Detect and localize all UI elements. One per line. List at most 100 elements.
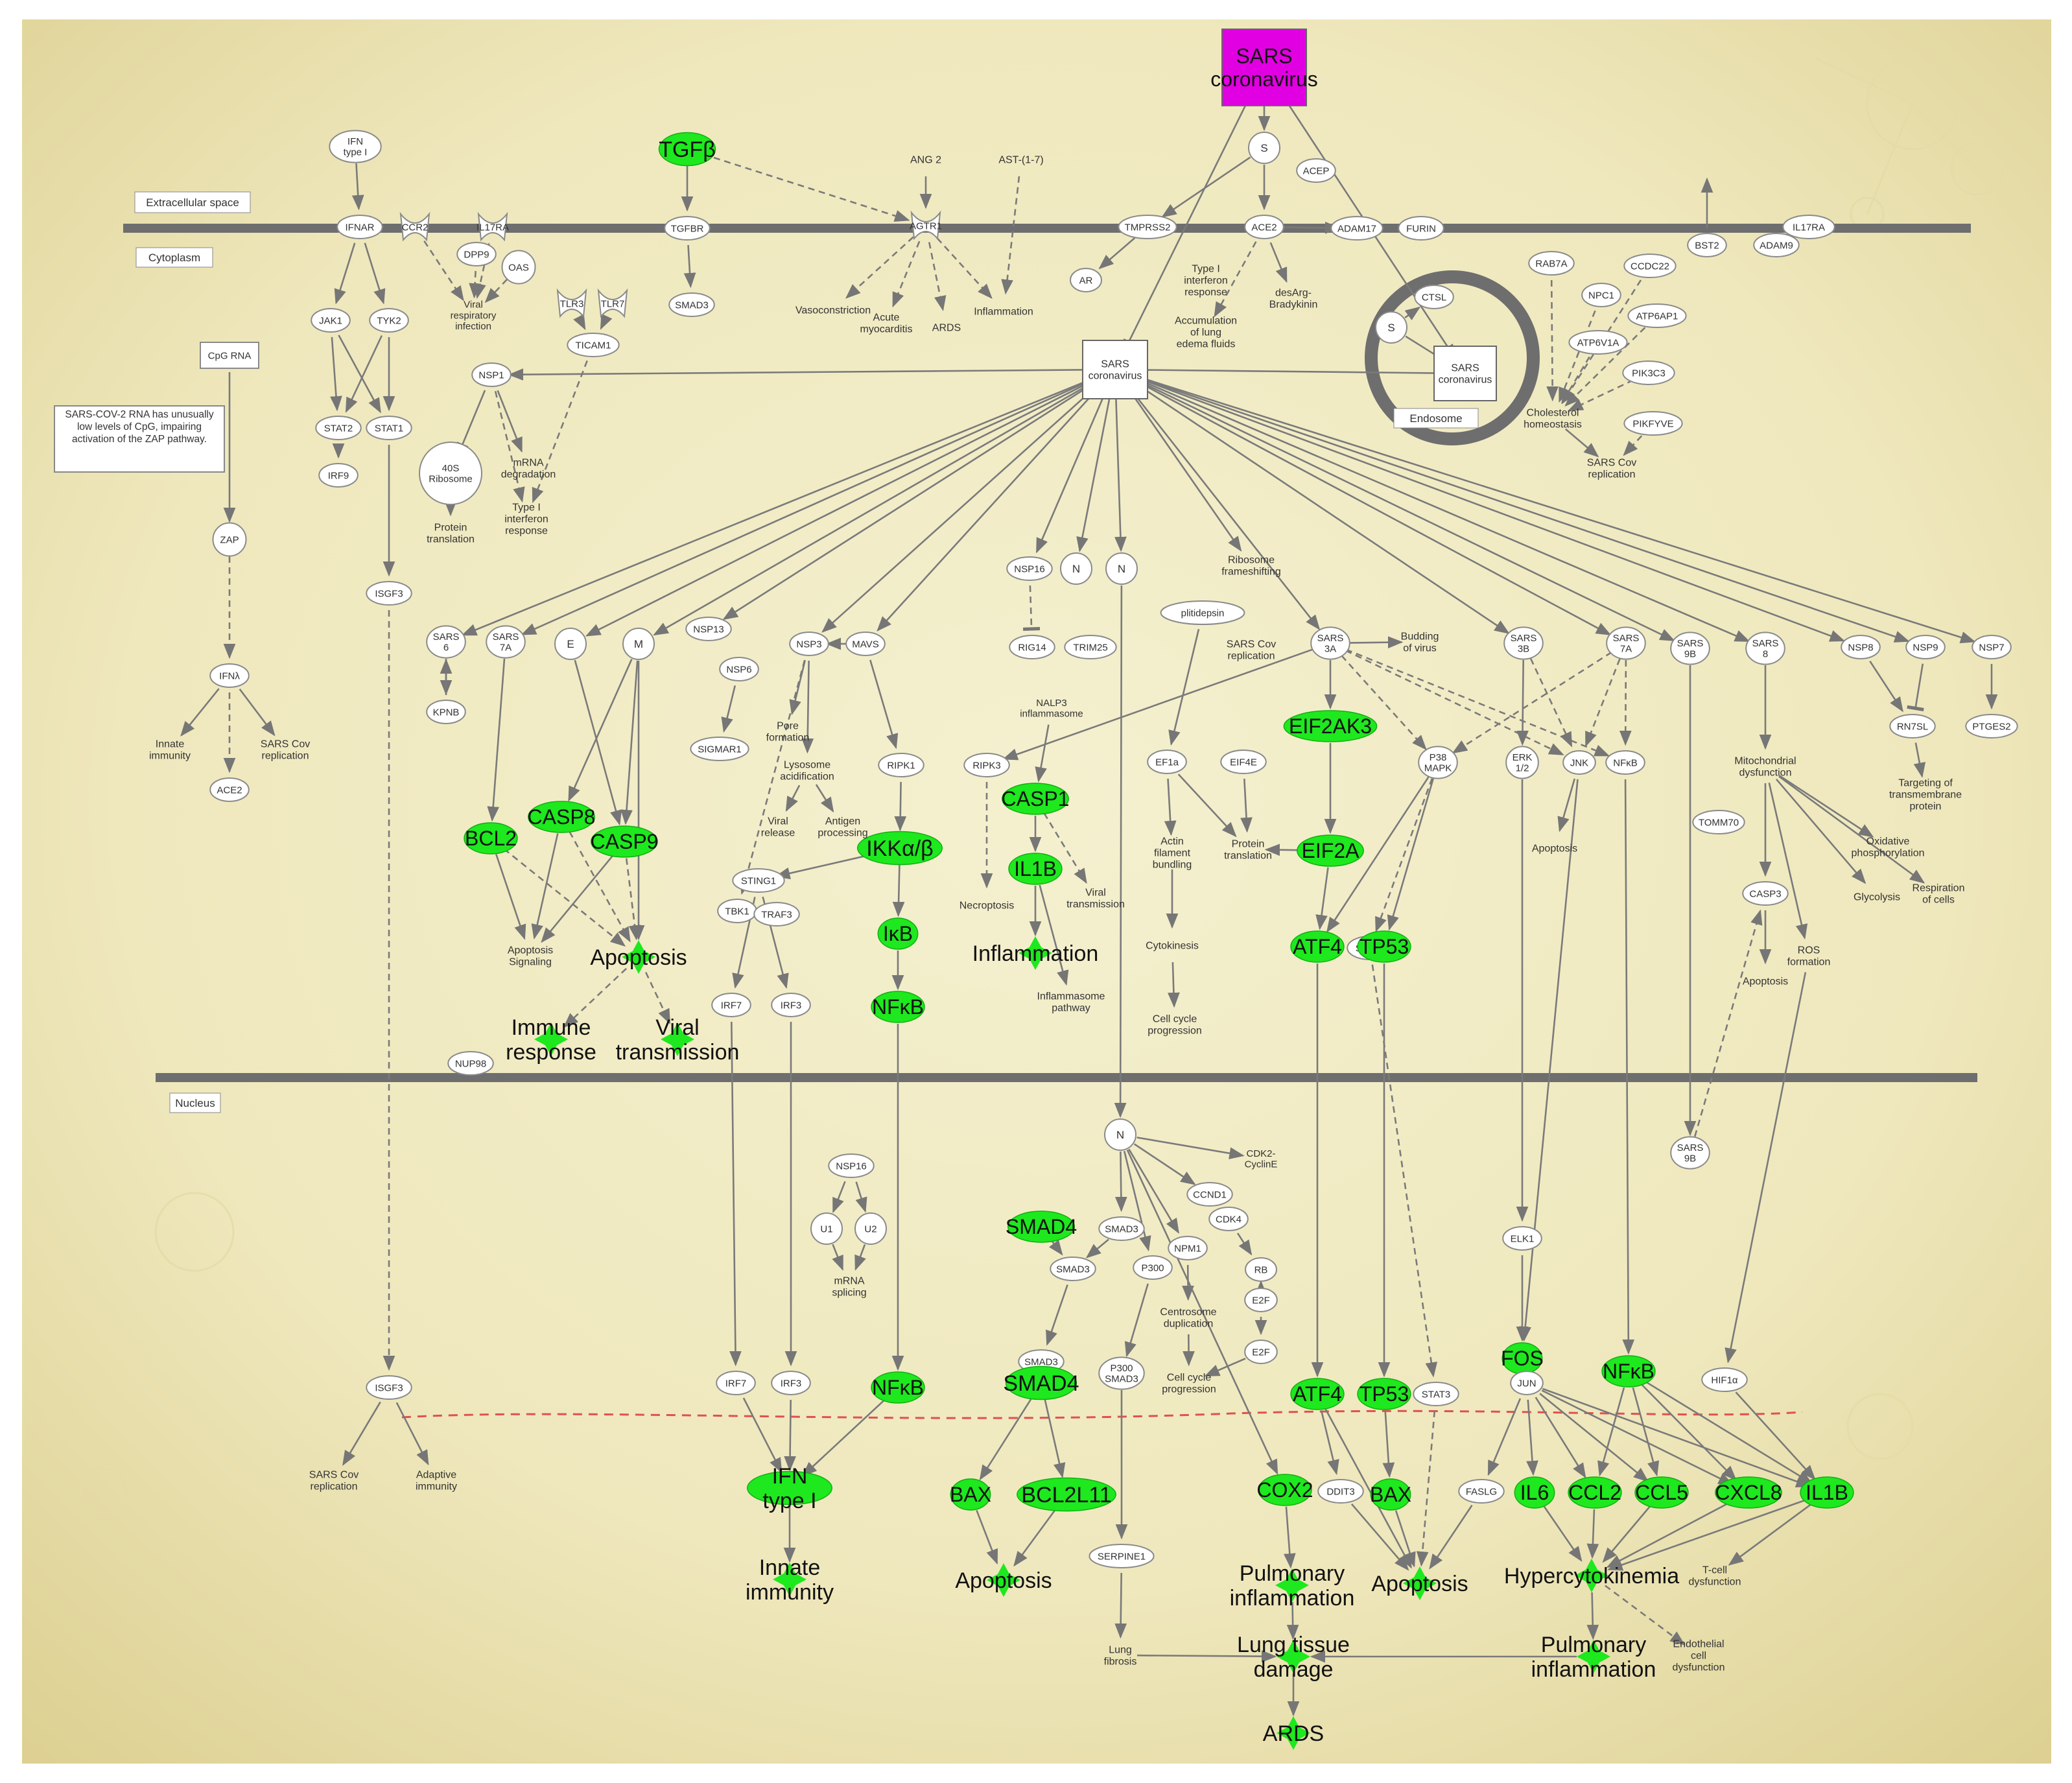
node-ace2-l[interactable]: ACE2 [209, 777, 250, 802]
node-cdk4[interactable]: CDK4 [1208, 1207, 1249, 1231]
node-irf3-c[interactable]: IRF3 [771, 993, 811, 1017]
node-rb[interactable]: RB [1245, 1257, 1277, 1282]
node-rn7sl[interactable]: RN7SL [1889, 714, 1936, 738]
node-smad3-n1[interactable]: SMAD3 [1098, 1216, 1145, 1241]
node-casp9[interactable]: CASP9 [591, 825, 659, 858]
node-hif1a[interactable]: HIF1α [1701, 1367, 1748, 1392]
node-rig14[interactable]: RIG14 [1009, 635, 1055, 659]
node-rab7a[interactable]: RAB7A [1528, 251, 1575, 276]
node-pikfyve[interactable]: PIKFYVE [1623, 411, 1683, 436]
node-n-nuc[interactable]: N [1104, 1118, 1136, 1151]
node-s-endo[interactable]: S [1375, 311, 1407, 344]
node-npc1[interactable]: NPC1 [1581, 283, 1621, 307]
node-ticam1[interactable]: TICAM1 [567, 333, 620, 357]
node-n1[interactable]: N [1060, 552, 1092, 585]
node-isgf3-c[interactable]: ISGF3 [366, 581, 412, 606]
node-sting[interactable]: STING1 [732, 868, 785, 893]
node-cox2[interactable]: COX2 [1256, 1474, 1313, 1506]
node-tgfbr[interactable]: TGFBR [664, 216, 711, 241]
node-oas[interactable]: OAS [501, 250, 536, 285]
node-nsp1[interactable]: NSP1 [471, 362, 512, 387]
node-hypercyto[interactable]: Hypercytokinemia [1504, 1559, 1679, 1592]
node-tgfb[interactable]: TGFβ [658, 132, 716, 167]
node-smad4-2[interactable]: SMAD4 [1003, 1365, 1079, 1400]
node-tlr7[interactable]: TLR7 [597, 288, 628, 318]
node-u1[interactable]: U1 [810, 1212, 843, 1245]
node-casp8[interactable]: CASP8 [528, 801, 596, 833]
node-elk1[interactable]: ELK1 [1502, 1226, 1542, 1251]
node-irf7-c[interactable]: IRF7 [711, 993, 751, 1017]
node-bcl2l11[interactable]: BCL2L11 [1017, 1477, 1116, 1512]
node-e2f[interactable]: E2F [1244, 1288, 1278, 1312]
node-bax-2[interactable]: BAX [1370, 1478, 1411, 1511]
node-jun[interactable]: JUN [1510, 1371, 1544, 1395]
node-zap[interactable]: ZAP [212, 522, 247, 557]
node-irf3-n[interactable]: IRF3 [771, 1371, 811, 1395]
node-tyk2[interactable]: TYK2 [369, 308, 409, 333]
node-nsp9[interactable]: NSP9 [1905, 635, 1946, 659]
node-u2[interactable]: U2 [854, 1212, 887, 1245]
node-necroptosis[interactable]: Necroptosis [959, 901, 1014, 912]
node-ripk1[interactable]: RIPK1 [878, 753, 924, 777]
node-ccnd1[interactable]: CCND1 [1186, 1182, 1233, 1207]
node-s-top[interactable]: S [1248, 132, 1280, 164]
node-apoptosis-r[interactable]: Apoptosis [1743, 976, 1788, 987]
node-ards-small[interactable]: ARDS [932, 323, 961, 334]
node-nsp3[interactable]: NSP3 [789, 632, 829, 656]
node-atp6ap1[interactable]: ATP6AP1 [1627, 303, 1687, 328]
node-nup98[interactable]: NUP98 [447, 1051, 494, 1076]
node-nsp16-n[interactable]: NSP16 [828, 1153, 875, 1178]
node-il1b-c[interactable]: IL1B [1008, 853, 1063, 885]
node-ddit3[interactable]: DDIT3 [1317, 1479, 1364, 1504]
node-il1b-n[interactable]: IL1B [1800, 1476, 1854, 1509]
node-tomm70[interactable]: TOMM70 [1692, 810, 1745, 834]
node-irf9[interactable]: IRF9 [318, 463, 359, 488]
node-sigmar1[interactable]: SIGMAR1 [690, 737, 749, 761]
node-cpg[interactable]: CpG RNA [200, 342, 259, 369]
node-casp1[interactable]: CASP1 [1002, 783, 1070, 815]
node-nsp7[interactable]: NSP7 [1972, 635, 2012, 659]
node-apoptosis-big[interactable]: Apoptosis [590, 940, 687, 974]
node-vasoconstriction[interactable]: Vasoconstriction [795, 305, 871, 316]
node-agtr1[interactable]: AGTR1 [910, 210, 942, 241]
node-irf7-n[interactable]: IRF7 [716, 1371, 756, 1395]
node-atf4-c[interactable]: ATF4 [1290, 930, 1345, 963]
node-il6[interactable]: IL6 [1514, 1476, 1555, 1509]
node-tmprss2[interactable]: TMPRSS2 [1118, 215, 1177, 239]
node-atf4-n[interactable]: ATF4 [1290, 1378, 1345, 1410]
node-ptges2[interactable]: PTGES2 [1965, 714, 2018, 738]
node-apoptosis-small-c[interactable]: Apoptosis [1532, 844, 1577, 855]
node-ar[interactable]: AR [1070, 268, 1102, 292]
